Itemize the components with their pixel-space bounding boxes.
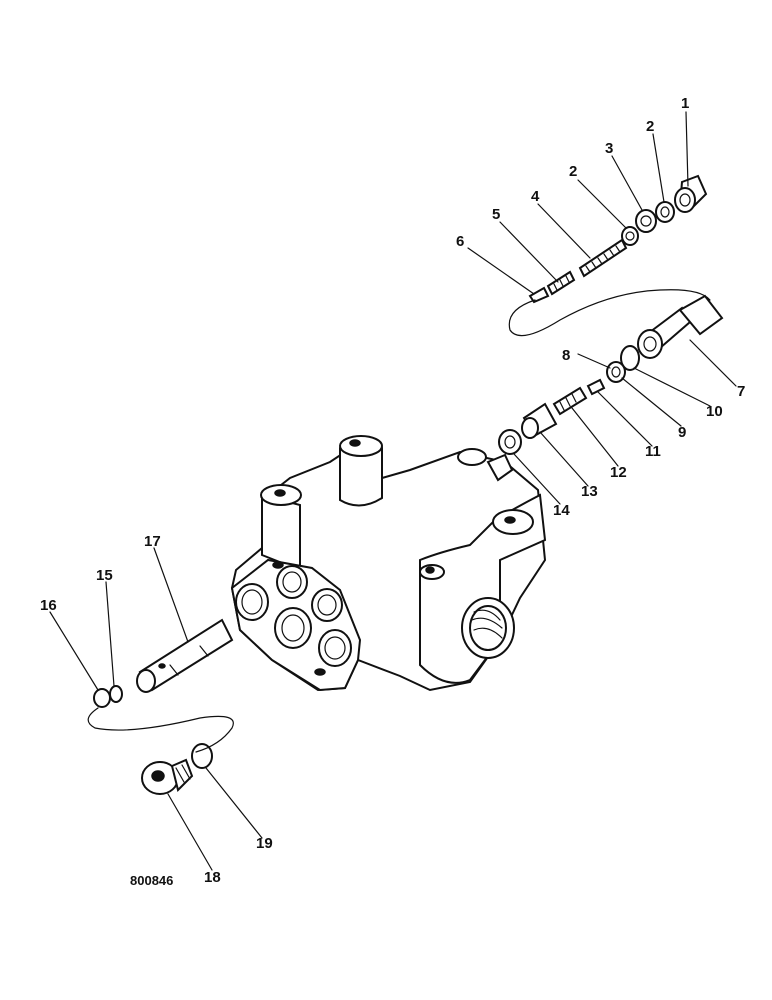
callout-19: 19	[256, 835, 273, 852]
part-4-adjusting-screw	[578, 238, 628, 278]
part-15-backup-ring	[109, 685, 123, 703]
part-8-seat	[606, 361, 626, 383]
callout-4: 4	[531, 188, 540, 205]
callout-2-inner: 2	[569, 163, 577, 180]
callout-13: 13	[581, 483, 598, 500]
callout-7: 7	[737, 383, 745, 400]
part-10-o-ring	[620, 345, 640, 371]
callout-17: 17	[144, 533, 161, 550]
part-3-lock-nut	[635, 209, 657, 233]
callout-15: 15	[96, 567, 113, 584]
callout-9: 9	[678, 424, 686, 441]
part-2-washer-outer	[655, 201, 675, 223]
callout-6: 6	[456, 233, 464, 250]
part-12-spring	[552, 386, 588, 416]
callout-1: 1	[681, 95, 689, 112]
callout-16: 16	[40, 597, 57, 614]
assembly-loop-upper	[508, 289, 711, 337]
part-1-cap-nut	[674, 174, 708, 213]
valve-body	[230, 435, 547, 692]
part-6-poppet	[528, 286, 550, 304]
leader-lines	[49, 111, 737, 871]
callout-8: 8	[562, 347, 570, 364]
part-14-piston	[498, 429, 522, 455]
callout-12: 12	[610, 464, 627, 481]
assembly-loop-lower	[87, 707, 234, 753]
callout-5: 5	[492, 206, 500, 223]
drawing-number: 800846	[130, 873, 173, 888]
callout-10: 10	[706, 403, 723, 420]
part-2-washer-inner	[621, 226, 639, 246]
part-16-o-ring	[93, 688, 111, 708]
callout-2-outer: 2	[646, 118, 654, 135]
callout-18: 18	[204, 869, 221, 886]
part-11-pin	[586, 378, 606, 396]
callout-labels: 1 2 2 3 4 5 6 7 8 9 10 11 12 13 14 15 16…	[40, 95, 745, 888]
callout-3: 3	[605, 140, 613, 157]
callout-11: 11	[645, 443, 661, 460]
part-7-relief-body	[637, 294, 724, 359]
part-19-o-ring	[191, 743, 213, 769]
part-13-plunger	[521, 402, 558, 439]
part-17-spool	[136, 618, 234, 693]
part-5-spring-small	[546, 270, 576, 296]
part-18-plug	[141, 758, 194, 795]
front-ports	[235, 561, 352, 676]
callout-14: 14	[553, 502, 570, 519]
